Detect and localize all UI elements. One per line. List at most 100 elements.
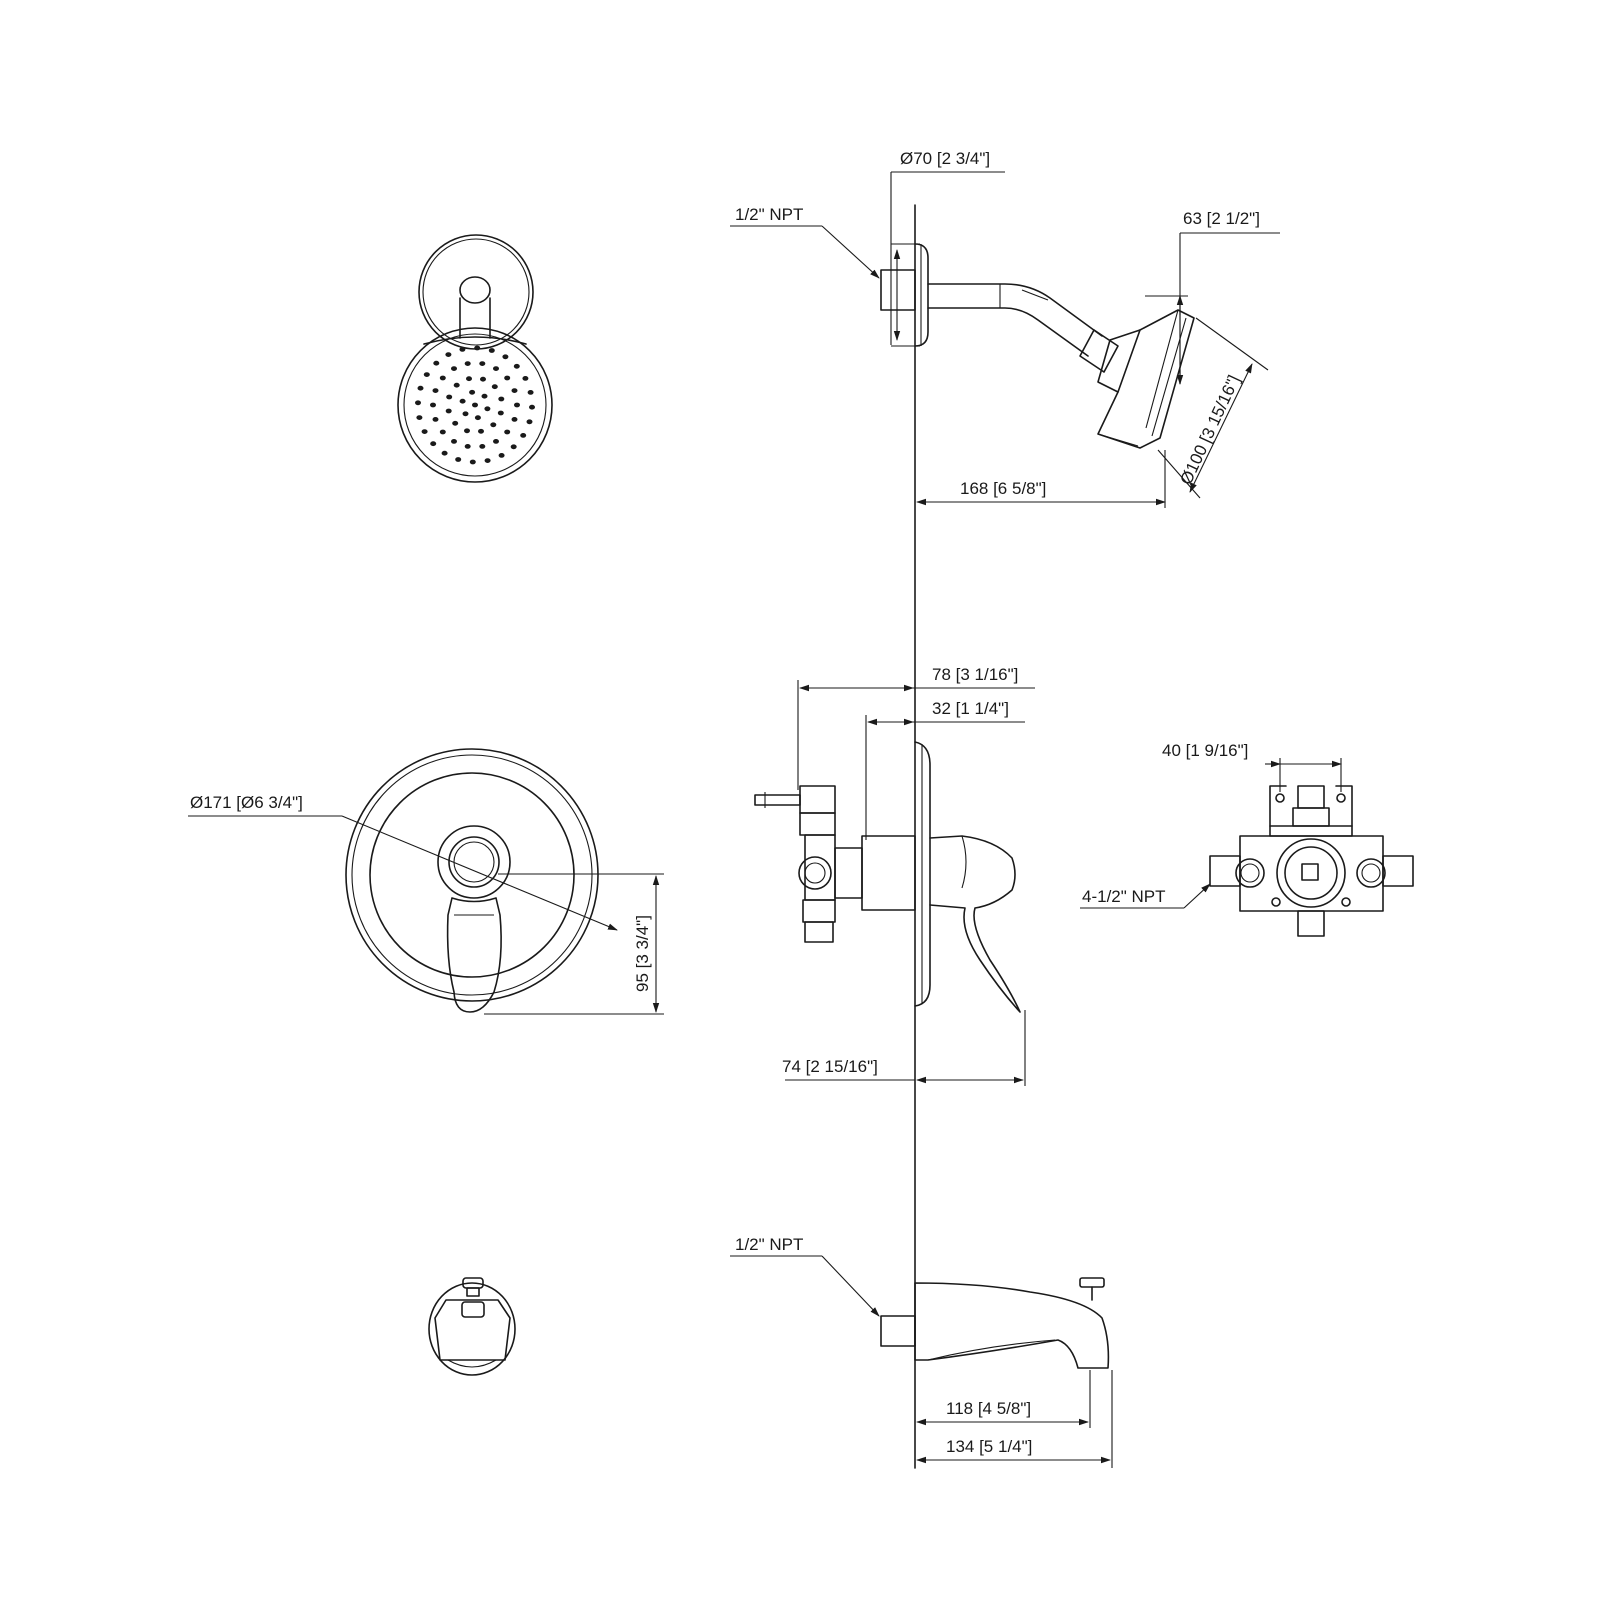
spray-nozzle [446, 394, 453, 400]
dim-handle-drop: 95 [3 3/4"] [484, 873, 664, 1015]
spray-nozzle [441, 450, 448, 456]
shower-arm-side-view [880, 243, 1195, 449]
spray-nozzle [511, 388, 518, 393]
spray-nozzle [466, 376, 472, 382]
spray-nozzle [459, 347, 466, 352]
spray-nozzle [484, 406, 491, 412]
dim-valve-port-spacing: 40 [1 9/16"] [1162, 741, 1342, 792]
spray-nozzle [520, 433, 527, 438]
label-spout-total: 134 [5 1/4"] [946, 1437, 1032, 1456]
label-valve-depth-total: 78 [3 1/16"] [932, 665, 1018, 684]
spray-nozzle [451, 366, 457, 371]
spray-nozzle [469, 459, 476, 465]
spray-nozzle [452, 420, 459, 426]
label-spout-npt: 1/2" NPT [735, 1235, 803, 1254]
spray-nozzle [464, 428, 470, 434]
spray-nozzle [478, 428, 484, 434]
rough-valve-body [1209, 785, 1414, 937]
label-flange-diameter: Ø70 [2 3/4"] [900, 149, 990, 168]
spray-nozzle [484, 458, 491, 463]
spray-nozzle [432, 417, 439, 422]
spray-nozzle [490, 422, 497, 428]
spray-nozzle [513, 363, 520, 369]
spray-nozzle [464, 444, 471, 449]
label-head-diameter: Ø100 [3 15/16"] [1176, 372, 1243, 487]
dim-spout-npt: 1/2" NPT [730, 1235, 880, 1317]
spray-nozzle [479, 444, 486, 449]
dim-spout-total: 134 [5 1/4"] [916, 1370, 1113, 1468]
spray-nozzle [526, 419, 533, 425]
spray-nozzle [469, 389, 476, 395]
tub-spout-front-view [428, 1277, 516, 1376]
dim-flange-diameter: Ø70 [2 3/4"] [890, 149, 1005, 347]
dim-spout-reach: 118 [4 5/8"] [916, 1370, 1091, 1428]
label-spout-reach: 118 [4 5/8"] [946, 1399, 1031, 1418]
spray-nozzle [510, 444, 517, 450]
label-arm-reach: 168 [6 5/8"] [960, 479, 1046, 498]
spray-nozzle [464, 361, 471, 366]
spray-nozzle [498, 453, 505, 458]
dim-head-depth: 63 [2 1/2"] [1145, 209, 1280, 385]
label-valve-ports-npt: 4-1/2" NPT [1082, 887, 1166, 906]
valve-trim-front-view [345, 748, 599, 1013]
spray-nozzle [423, 372, 430, 377]
spray-nozzle [522, 376, 529, 381]
dim-valve-depth-total: 78 [3 1/16"] [797, 665, 1035, 790]
spray-nozzle [415, 400, 421, 406]
tub-spout-side-view [880, 1277, 1110, 1369]
dim-trim-diameter: Ø171 [Ø6 3/4"] [188, 793, 618, 931]
dim-head-diameter: Ø100 [3 15/16"] [1157, 317, 1269, 499]
spray-nozzle [417, 385, 424, 391]
spray-nozzle [453, 382, 460, 388]
spray-nozzle [481, 393, 488, 399]
spray-nozzle [455, 457, 462, 462]
spray-nozzle [472, 402, 478, 408]
spray-nozzle [479, 361, 486, 366]
spray-nozzle [462, 411, 469, 417]
label-head-depth: 63 [2 1/2"] [1183, 209, 1260, 228]
label-valve-depth-inner: 32 [1 1/4"] [932, 699, 1009, 718]
spray-nozzles [415, 345, 535, 465]
dim-valve-depth-inner: 32 [1 1/4"] [865, 699, 1025, 840]
spray-nozzle [416, 415, 423, 420]
spray-nozzle [433, 360, 440, 366]
spray-nozzle [474, 345, 481, 351]
spray-nozzle [504, 375, 511, 381]
dim-valve-ports-npt: 4-1/2" NPT [1080, 883, 1211, 909]
shower-head-front-view [397, 234, 553, 483]
spray-nozzle [432, 388, 439, 393]
spray-nozzle [474, 415, 481, 421]
spray-nozzle [430, 441, 437, 447]
spray-nozzle [497, 410, 504, 416]
label-arm-npt: 1/2" NPT [735, 205, 803, 224]
spray-nozzle [488, 348, 495, 353]
spray-nozzle [529, 404, 535, 410]
label-handle-drop: 95 [3 3/4"] [633, 915, 652, 992]
label-valve-port-spacing: 40 [1 9/16"] [1162, 741, 1248, 760]
spray-nozzle [421, 429, 428, 434]
dim-arm-reach: 168 [6 5/8"] [916, 450, 1166, 508]
spray-nozzle [511, 417, 518, 422]
spray-nozzle [430, 402, 436, 408]
valve-side-view [754, 741, 1021, 1013]
spray-nozzle [493, 439, 499, 444]
spray-nozzle [459, 398, 466, 404]
dim-arm-npt: 1/2" NPT [730, 205, 880, 279]
spray-nozzle [514, 402, 520, 408]
spray-nozzle [451, 439, 457, 444]
spray-nozzle [502, 354, 509, 360]
spray-nozzle [504, 429, 511, 435]
spray-nozzle [439, 375, 446, 381]
spray-nozzle [498, 396, 505, 402]
spray-nozzle [439, 429, 446, 435]
spray-nozzle [527, 390, 534, 395]
spray-nozzle [480, 376, 486, 382]
spray-nozzle [445, 352, 452, 357]
spray-nozzle [445, 408, 452, 414]
spray-nozzle [493, 366, 499, 371]
label-trim-diameter: Ø171 [Ø6 3/4"] [190, 793, 303, 812]
dim-handle-projection: 74 [2 15/16"] [782, 1010, 1026, 1086]
label-handle-projection: 74 [2 15/16"] [782, 1057, 878, 1076]
spray-nozzle [491, 384, 498, 390]
